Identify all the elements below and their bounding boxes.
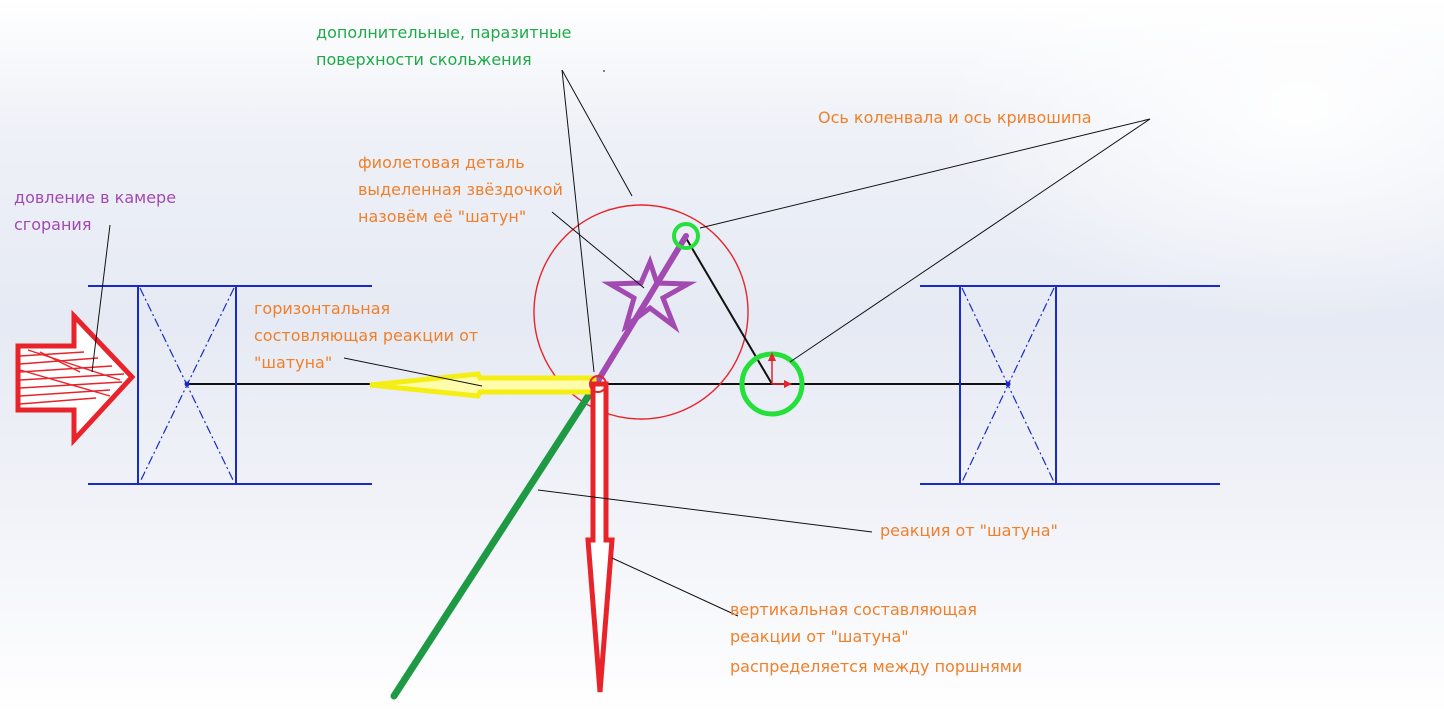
vertical-component-arrow bbox=[585, 381, 615, 693]
chamber-pressure-label: довление в камере сгорания bbox=[14, 188, 177, 234]
crank-axis-label: Ось коленвала и ось кривошипа bbox=[818, 108, 1092, 127]
pressure-arrow bbox=[15, 309, 136, 447]
right-piston bbox=[920, 285, 1220, 485]
sliding-surfaces-label: дополнительные, паразитные поверхности с… bbox=[316, 23, 572, 69]
slider-pivot bbox=[589, 375, 607, 393]
rod-reaction-label: реакция от "шатуна" bbox=[880, 521, 1058, 540]
purple-part-label: фиолетовая деталь выделенная звёздочкой … bbox=[358, 153, 563, 226]
crank-circle bbox=[533, 204, 749, 420]
horizontal-component-arrow bbox=[369, 371, 597, 399]
star-icon bbox=[601, 254, 698, 334]
axis-marker-icon bbox=[768, 352, 792, 388]
vertical-component-label: вертикальная составляющая реакции от "ша… bbox=[730, 600, 1023, 676]
rod-reaction-line bbox=[390, 380, 600, 700]
horizontal-component-label: горизонтальная состовляющая реакции от "… bbox=[254, 299, 479, 372]
connecting-rod bbox=[593, 233, 689, 387]
crank-arm bbox=[685, 237, 773, 385]
left-piston bbox=[88, 285, 372, 485]
crankpin-joint bbox=[672, 222, 700, 250]
leader-lines bbox=[91, 69, 1151, 617]
